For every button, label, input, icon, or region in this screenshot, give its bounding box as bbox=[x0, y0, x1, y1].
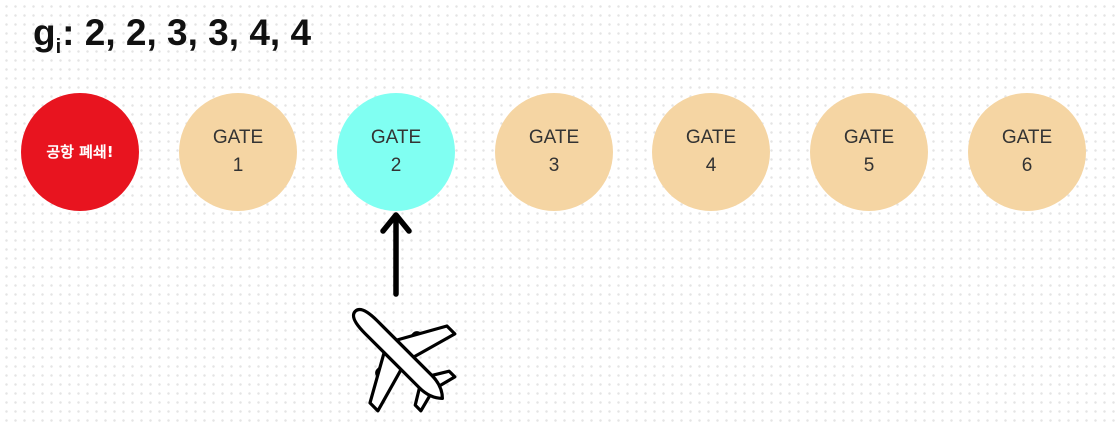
gate-3-number: 3 bbox=[548, 155, 560, 176]
arrow-up-icon bbox=[380, 212, 412, 297]
gate-4-number: 4 bbox=[705, 155, 717, 176]
airplane-icon bbox=[351, 307, 457, 413]
gate-6-node: GATE 6 bbox=[968, 93, 1086, 211]
gate-2-label: GATE bbox=[370, 127, 422, 148]
gate-sequence-title: gi: 2, 2, 3, 3, 4, 4 bbox=[33, 12, 312, 57]
title-subscript: i bbox=[55, 36, 62, 58]
title-sequence: : 2, 2, 3, 3, 4, 4 bbox=[62, 12, 312, 53]
title-prefix: g bbox=[33, 12, 56, 53]
gate-6-number: 6 bbox=[1021, 155, 1033, 176]
gate-4-label: GATE bbox=[685, 127, 737, 148]
gate-1-label: GATE bbox=[212, 127, 264, 148]
gate-5-node: GATE 5 bbox=[810, 93, 928, 211]
airport-closed-label: 공항 폐쇄! bbox=[46, 143, 114, 161]
gate-1-node: GATE 1 bbox=[179, 93, 297, 211]
gate-3-label: GATE bbox=[528, 127, 580, 148]
gate-1-number: 1 bbox=[232, 155, 244, 176]
airport-closed-node: 공항 폐쇄! bbox=[21, 93, 139, 211]
gate-5-number: 5 bbox=[863, 155, 875, 176]
gate-5-label: GATE bbox=[843, 127, 895, 148]
gate-3-node: GATE 3 bbox=[495, 93, 613, 211]
gate-6-label: GATE bbox=[1001, 127, 1053, 148]
gate-4-node: GATE 4 bbox=[652, 93, 770, 211]
gate-2-number: 2 bbox=[390, 155, 402, 176]
gate-2-node: GATE 2 bbox=[337, 93, 455, 211]
